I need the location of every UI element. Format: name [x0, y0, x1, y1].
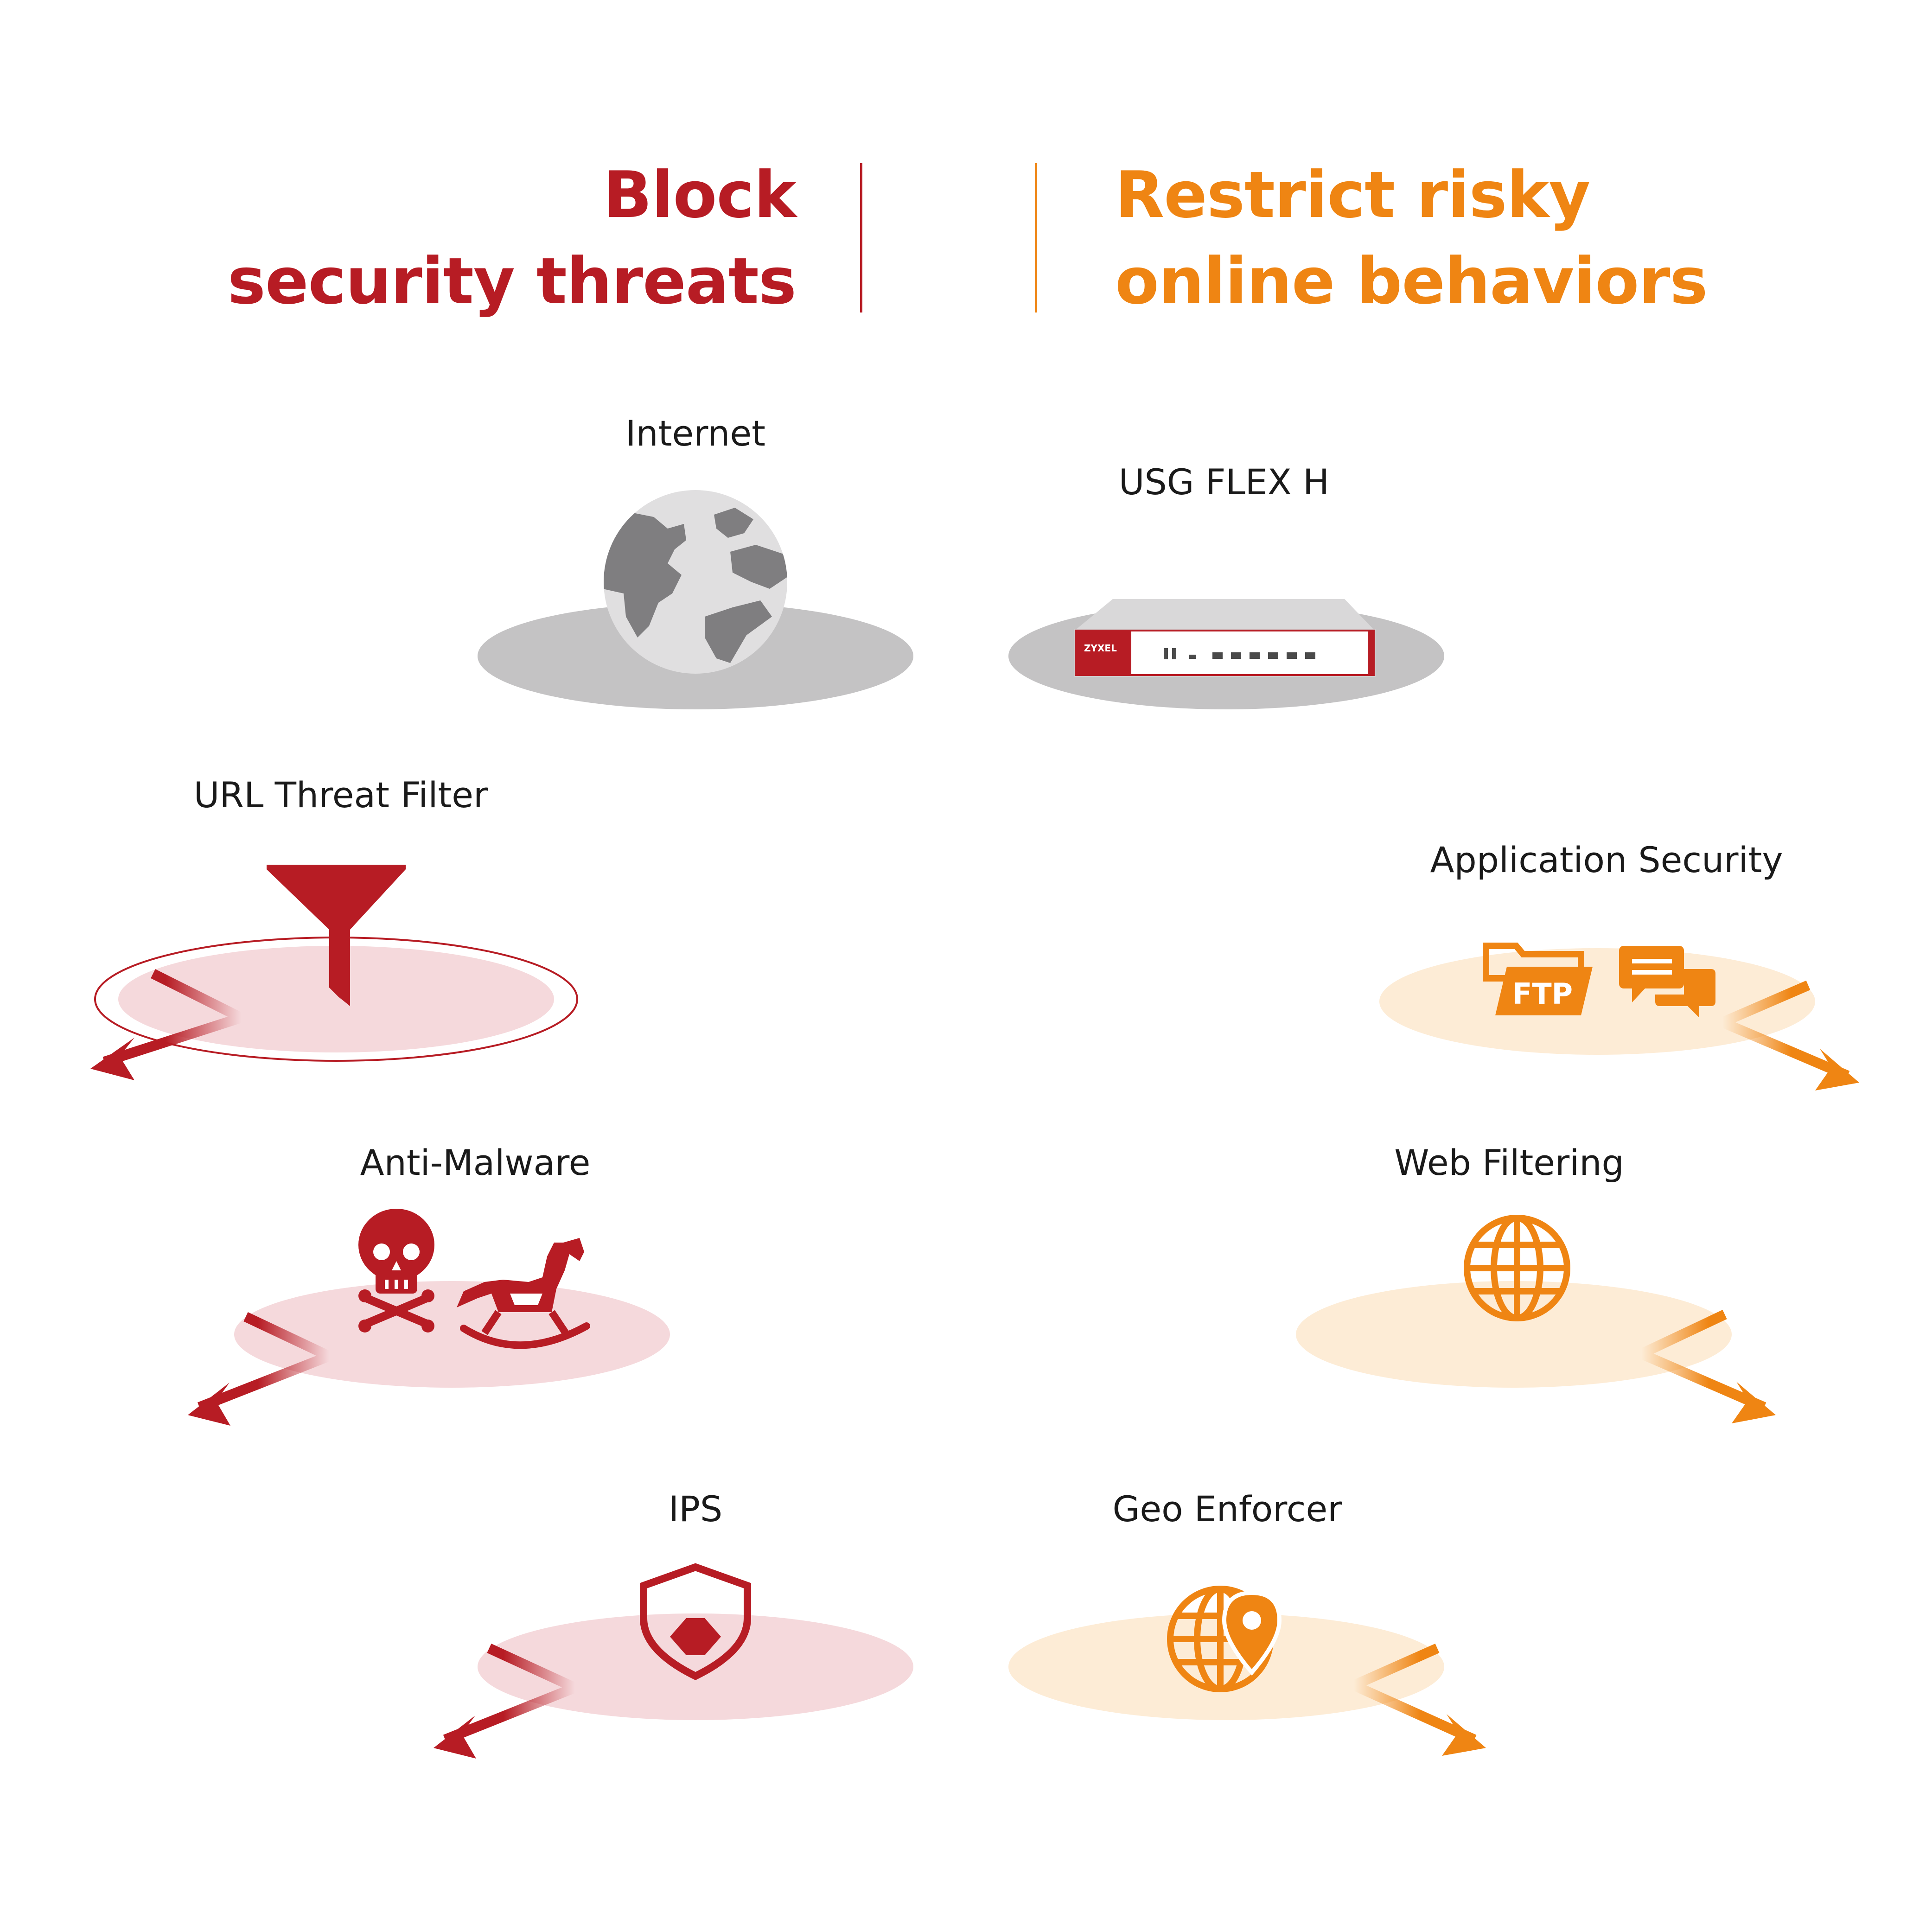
- heading-right-line1: Restrict risky: [1115, 158, 1590, 232]
- node-web-filtering: [1296, 1215, 1776, 1423]
- label-url-threat-filter: URL Threat Filter: [193, 774, 488, 816]
- exit-arrow-application-security: [1709, 980, 1850, 1081]
- label-application-security: Application Security: [1430, 839, 1783, 880]
- platform-ips: [478, 1613, 913, 1720]
- geo-globe-pin-icon: [1167, 1586, 1282, 1692]
- platform-geo-enforcer: [1008, 1613, 1444, 1720]
- ftp-folder-icon: FTP: [1483, 943, 1593, 1015]
- node-usg-flex-h: ZYXEL: [1008, 599, 1444, 709]
- heading-block-security-threats: Block security threats: [227, 152, 797, 325]
- exit-arrow-geo-enforcer: [1341, 1643, 1477, 1745]
- label-geo-enforcer: Geo Enforcer: [1112, 1488, 1342, 1530]
- ftp-text: FTP: [1512, 977, 1573, 1011]
- heading-right-line2: online behaviors: [1115, 244, 1708, 319]
- funnel-icon: [267, 865, 406, 1006]
- device-brand: ZYXEL: [1084, 643, 1117, 654]
- heading-restrict-risky-behaviors: Restrict risky online behaviors: [1115, 152, 1708, 325]
- node-geo-enforcer: [1008, 1586, 1486, 1756]
- heading-left-line1: Block: [603, 158, 797, 232]
- label-ips: IPS: [668, 1488, 723, 1530]
- label-anti-malware: Anti-Malware: [360, 1142, 591, 1183]
- exit-arrow-url-threat-filter: [102, 969, 255, 1067]
- firewall-appliance-icon: ZYXEL: [1074, 599, 1376, 677]
- node-url-threat-filter: [90, 865, 578, 1080]
- node-internet: [478, 490, 913, 709]
- web-globe-icon: [1464, 1215, 1570, 1321]
- node-anti-malware: [188, 1209, 670, 1426]
- platform-anti-malware: [234, 1281, 670, 1388]
- node-ips: [434, 1563, 913, 1759]
- platform-web-filtering: [1296, 1281, 1732, 1388]
- heading-left-line2: security threats: [227, 244, 797, 319]
- exit-arrow-anti-malware: [197, 1312, 342, 1412]
- divider-orange: [1035, 163, 1037, 312]
- label-usg-flex-h: USG FLEX H: [1118, 461, 1330, 503]
- shield-icon: [640, 1563, 751, 1680]
- label-web-filtering: Web Filtering: [1394, 1142, 1624, 1183]
- chat-bubbles-icon: [1619, 946, 1715, 1018]
- node-application-security: FTP: [1379, 943, 1859, 1090]
- exit-arrow-ips: [443, 1644, 588, 1745]
- rocking-horse-icon: [457, 1238, 590, 1349]
- skull-crossbones-icon: [358, 1209, 434, 1333]
- exit-arrow-web-filtering: [1629, 1310, 1766, 1412]
- divider-red: [860, 163, 862, 312]
- globe-icon: [604, 490, 787, 674]
- label-internet: Internet: [625, 413, 765, 454]
